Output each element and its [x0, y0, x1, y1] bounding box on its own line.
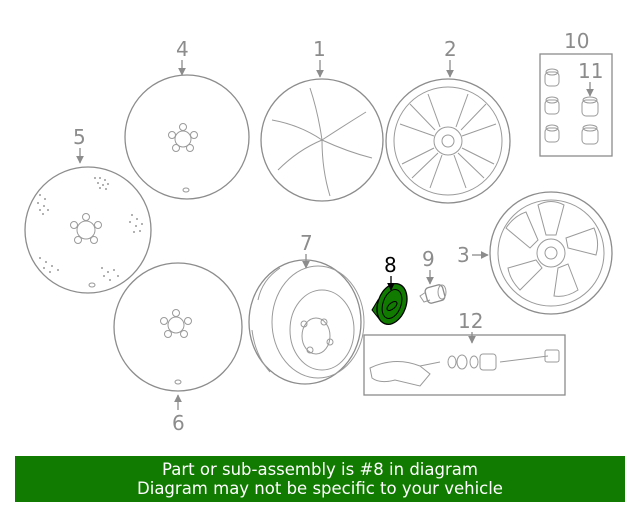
callout-4[interactable]: 4 [176, 37, 189, 61]
callout-7[interactable]: 7 [300, 231, 313, 255]
part-12-tpms-sensor-kit[interactable] [363, 334, 566, 396]
callout-1[interactable]: 1 [313, 37, 326, 61]
callout-12[interactable]: 12 [458, 309, 483, 333]
callout-2[interactable]: 2 [444, 37, 457, 61]
part-notice-banner: Part or sub-assembly is #8 in diagram Di… [15, 456, 625, 502]
callout-11[interactable]: 11 [578, 59, 603, 83]
callout-8[interactable]: 8 [384, 253, 397, 277]
callout-3[interactable]: 3 [457, 243, 470, 267]
part-7-spare-wheel[interactable] [248, 259, 365, 385]
callout-10[interactable]: 10 [564, 29, 589, 53]
part-6-wheel[interactable] [113, 262, 243, 392]
callout-5[interactable]: 5 [73, 125, 86, 149]
parts-diagram: 4 1 2 [24, 29, 613, 435]
banner-line-1: Part or sub-assembly is #8 in diagram [162, 460, 478, 479]
part-2-alloy-wheel[interactable] [385, 78, 511, 204]
part-3-five-spoke-wheel[interactable] [489, 191, 613, 315]
part-5-perforated-wheel[interactable] [24, 166, 152, 294]
banner-line-2: Diagram may not be specific to your vehi… [137, 479, 503, 498]
part-4-wheel[interactable] [124, 74, 250, 200]
part-1-hubcap[interactable] [260, 78, 384, 202]
part-10-lug-nut-kit[interactable] [539, 53, 613, 157]
callout-9[interactable]: 9 [422, 247, 435, 271]
part-8-center-cap[interactable] [371, 279, 413, 328]
part-9-lug-nut[interactable] [419, 284, 447, 304]
callout-6[interactable]: 6 [172, 411, 185, 435]
